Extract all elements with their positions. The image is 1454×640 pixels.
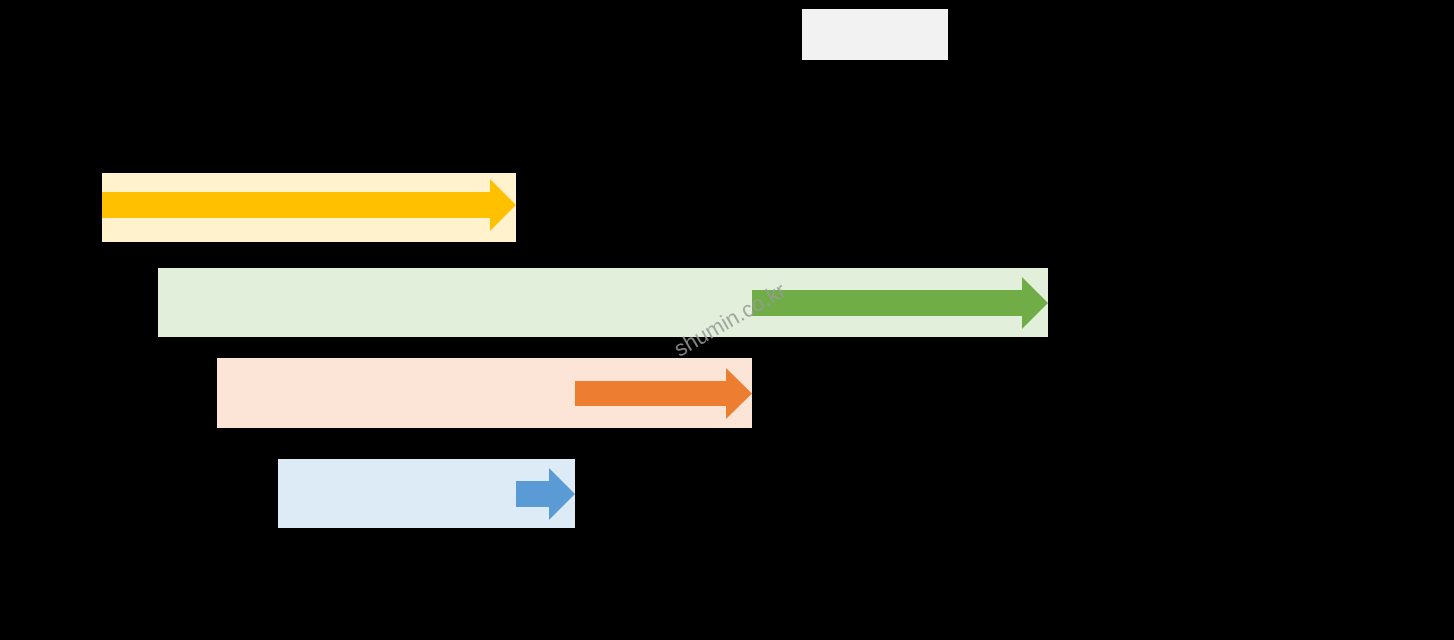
- timeline-arrow-1: [102, 179, 516, 231]
- timeline-arrow-2: [752, 277, 1048, 329]
- timeline-arrow-3: [575, 368, 752, 419]
- header-box: [802, 9, 948, 60]
- timeline-arrow-4: [516, 468, 575, 520]
